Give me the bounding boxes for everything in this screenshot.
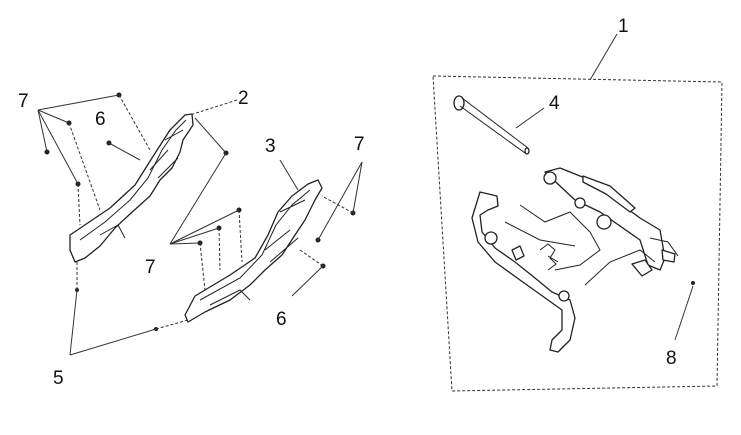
- callout-1: 1: [618, 16, 629, 37]
- callout-5: 5: [53, 368, 64, 389]
- leader-lines: [37, 94, 363, 356]
- callout-7-right: 7: [354, 134, 365, 155]
- leader-1: [589, 33, 618, 81]
- callout-2: 2: [238, 88, 249, 109]
- axle-bolt-icon: [453, 95, 530, 155]
- callout-4: 4: [549, 93, 560, 114]
- callout-8: 8: [666, 348, 677, 369]
- left-side-cover-icon: [69, 113, 194, 263]
- right-side-cover-icon: [184, 179, 323, 323]
- callout-3: 3: [265, 136, 276, 157]
- callout-6-left: 6: [95, 109, 106, 130]
- leader-4: [515, 107, 545, 129]
- main-stand-assembly-icon: [471, 167, 679, 353]
- callout-6-bottom: 6: [276, 309, 287, 330]
- callout-7-center: 7: [145, 257, 156, 278]
- callout-7-left: 7: [18, 91, 29, 112]
- spring-pin-icon: [691, 281, 695, 285]
- leader-8: [674, 285, 694, 341]
- assembly-frame: [432, 75, 723, 392]
